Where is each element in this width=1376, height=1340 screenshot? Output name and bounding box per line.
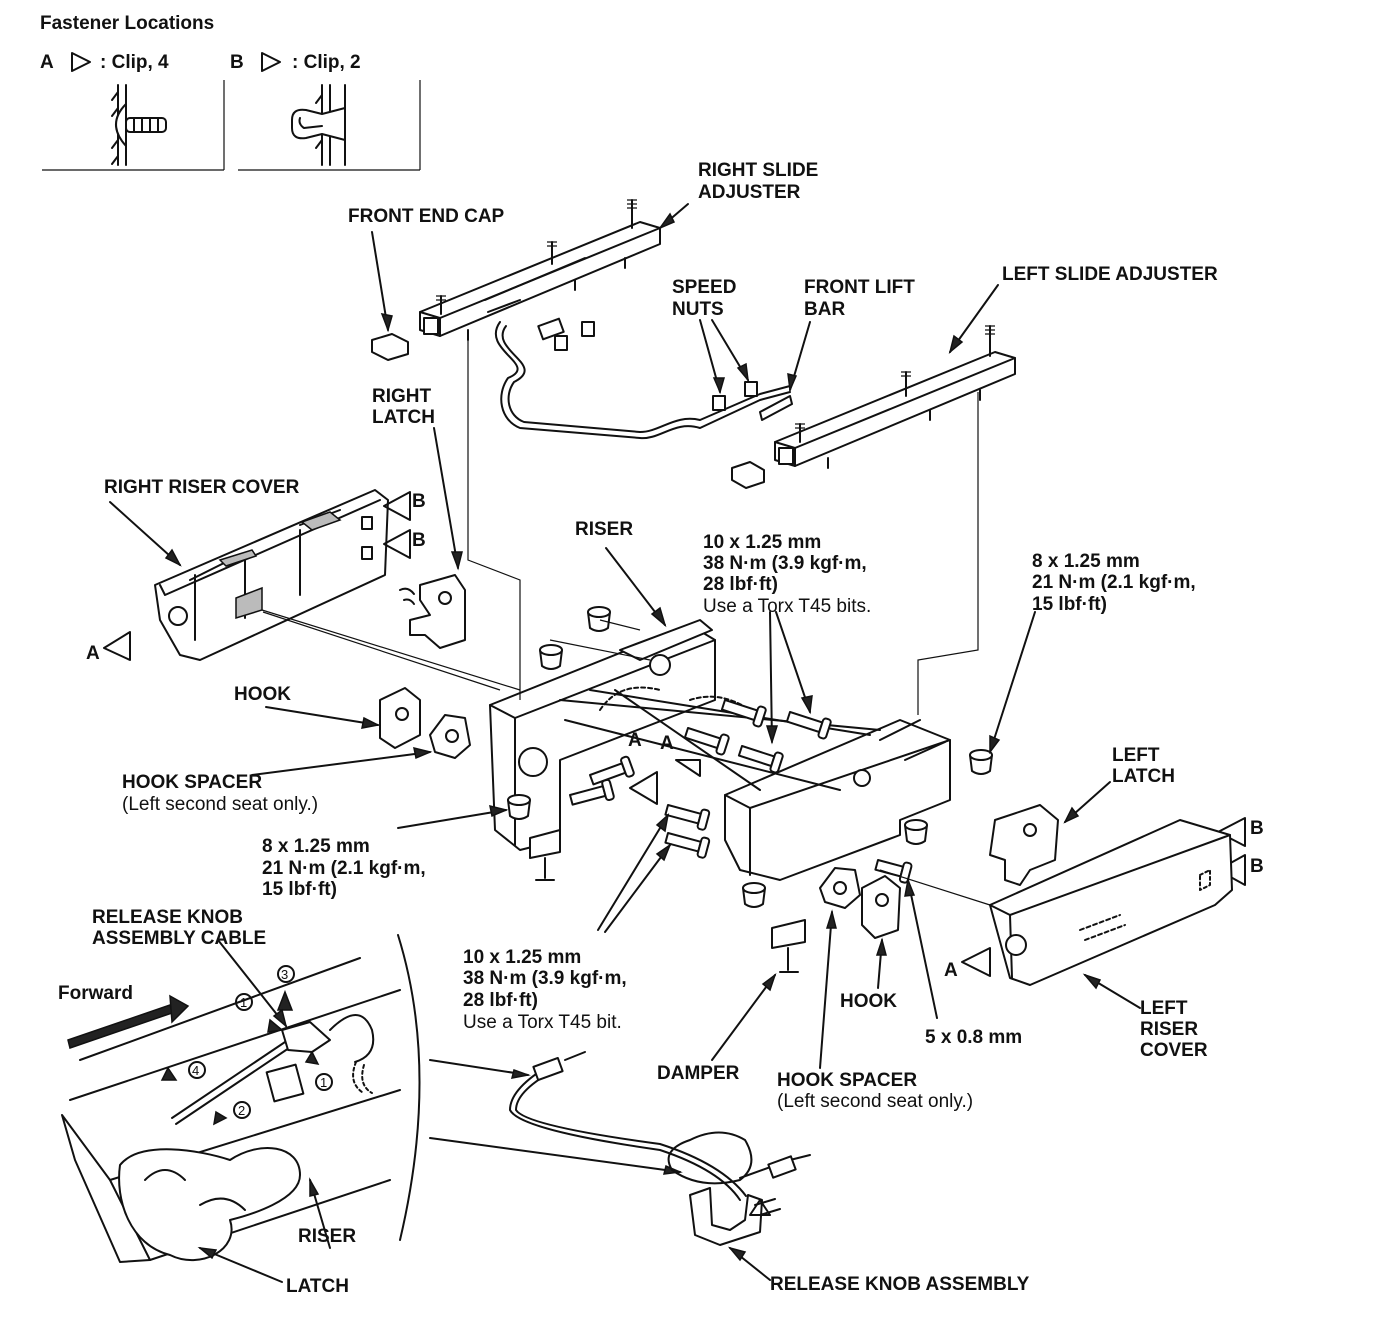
torque-10mm-bottom-l2: 38 N·m (3.9 kgf·m,	[463, 968, 627, 989]
label-hook-spacer-bottom: HOOK SPACER	[777, 1070, 918, 1091]
label-left-riser-cover-1: LEFT	[1140, 998, 1188, 1019]
label-bolt-5mm: 5 x 0.8 mm	[925, 1027, 1023, 1048]
torque-10mm-top-l3: 28 lbf·ft)	[703, 574, 778, 595]
step-1-second: 1	[320, 1075, 328, 1090]
label-left-riser-cover-3: COVER	[1140, 1040, 1208, 1061]
hooks-art	[379, 687, 901, 939]
clip-a-icon	[111, 84, 167, 166]
left-slide-adjuster-art	[774, 325, 1016, 469]
clip-b-description: : Clip, 2	[292, 52, 361, 73]
label-right-slide-adjuster-2: ADJUSTER	[698, 182, 801, 203]
release-cable-inset-art	[61, 934, 421, 1283]
step-1: 1	[240, 995, 248, 1010]
clip-b-triangle-icon	[261, 52, 281, 72]
mark-a-riser-1: A	[628, 730, 642, 751]
release-knob-assembly-art	[429, 1051, 811, 1281]
label-release-knob-cable-1: RELEASE KNOB	[92, 907, 243, 928]
label-left-slide-adjuster: LEFT SLIDE ADJUSTER	[1002, 264, 1218, 285]
label-left-latch-2: LATCH	[1112, 766, 1175, 787]
label-hook-top: HOOK	[234, 684, 291, 705]
step-3: 3	[281, 967, 289, 982]
label-right-latch-2: LATCH	[372, 407, 435, 428]
label-speed-nuts-2: NUTS	[672, 299, 724, 320]
label-hook-spacer-bottom-note: (Left second seat only.)	[777, 1091, 974, 1112]
right-slide-adjuster-art	[419, 199, 791, 440]
label-release-knob-cable-2: ASSEMBLY CABLE	[92, 928, 267, 949]
mark-a-right-cover: A	[86, 643, 100, 664]
label-riser-bottom: RISER	[298, 1226, 357, 1247]
mark-a-left-cover: A	[944, 960, 958, 981]
speed-nuts-art	[712, 381, 793, 421]
damper-art	[529, 829, 806, 973]
front-end-cap-art	[371, 333, 765, 489]
label-right-latch-1: RIGHT	[372, 386, 432, 407]
torque-8mm-right-l1: 8 x 1.25 mm	[1032, 551, 1140, 572]
right-riser-cover-art	[154, 489, 521, 691]
label-front-end-cap: FRONT END CAP	[348, 206, 505, 227]
label-left-riser-cover-2: RISER	[1140, 1019, 1199, 1040]
clip-a-triangle-icon	[71, 52, 91, 72]
label-right-slide-adjuster-1: RIGHT SLIDE	[698, 160, 819, 181]
leader-lines	[109, 203, 1141, 1069]
left-latch-art	[989, 804, 1059, 886]
torque-8mm-left-l1: 8 x 1.25 mm	[262, 836, 370, 857]
riser-frame-art	[489, 619, 951, 881]
fasteners-art	[507, 606, 993, 908]
left-riser-cover-art	[989, 819, 1233, 986]
label-damper: DAMPER	[657, 1063, 740, 1084]
mark-b-right-cover-1: B	[412, 491, 426, 512]
step-4: 4	[192, 1063, 200, 1078]
label-right-riser-cover: RIGHT RISER COVER	[104, 477, 300, 498]
mark-b-left-cover-1: B	[1250, 818, 1264, 839]
torque-10mm-bottom-l3: 28 lbf·ft)	[463, 990, 538, 1011]
label-hook-spacer-top-note: (Left second seat only.)	[122, 794, 319, 815]
label-riser: RISER	[575, 519, 634, 540]
torque-10mm-top-l1: 10 x 1.25 mm	[703, 532, 822, 553]
right-latch-art	[399, 574, 466, 649]
mark-a-riser-2: A	[660, 733, 674, 754]
mark-b-left-cover-2: B	[1250, 856, 1264, 877]
torque-8mm-left-l2: 21 N·m (2.1 kgf·m,	[262, 858, 426, 879]
torque-8mm-right-l3: 15 lbf·ft)	[1032, 594, 1107, 615]
torque-10mm-bottom-l1: 10 x 1.25 mm	[463, 947, 582, 968]
torque-10mm-top-l2: 38 N·m (3.9 kgf·m,	[703, 553, 867, 574]
mark-b-right-cover-2: B	[412, 530, 426, 551]
label-hook-bottom: HOOK	[840, 991, 897, 1012]
label-release-knob-assembly: RELEASE KNOB ASSEMBLY	[770, 1274, 1030, 1295]
fastener-panel-art	[42, 52, 421, 171]
torque-8mm-right-l2: 21 N·m (2.1 kgf·m,	[1032, 572, 1196, 593]
clip-a-letter: A	[40, 52, 54, 73]
label-left-latch-1: LEFT	[1112, 745, 1160, 766]
label-speed-nuts-1: SPEED	[672, 277, 737, 298]
clip-b-icon	[291, 84, 346, 166]
torque-10mm-top-l4: Use a Torx T45 bits.	[703, 596, 872, 617]
label-hook-spacer-top: HOOK SPACER	[122, 772, 263, 793]
torque-10mm-bottom-l4: Use a Torx T45 bit.	[463, 1012, 622, 1033]
clip-a-description: : Clip, 4	[100, 52, 169, 73]
label-forward: Forward	[58, 983, 133, 1004]
clip-b-letter: B	[230, 52, 244, 73]
label-latch-bottom: LATCH	[286, 1276, 349, 1297]
step-2: 2	[238, 1103, 246, 1118]
torque-8mm-left-l3: 15 lbf·ft)	[262, 879, 337, 900]
label-front-lift-bar-1: FRONT LIFT	[804, 277, 915, 298]
fastener-locations-title: Fastener Locations	[40, 13, 215, 34]
label-front-lift-bar-2: BAR	[804, 299, 846, 320]
